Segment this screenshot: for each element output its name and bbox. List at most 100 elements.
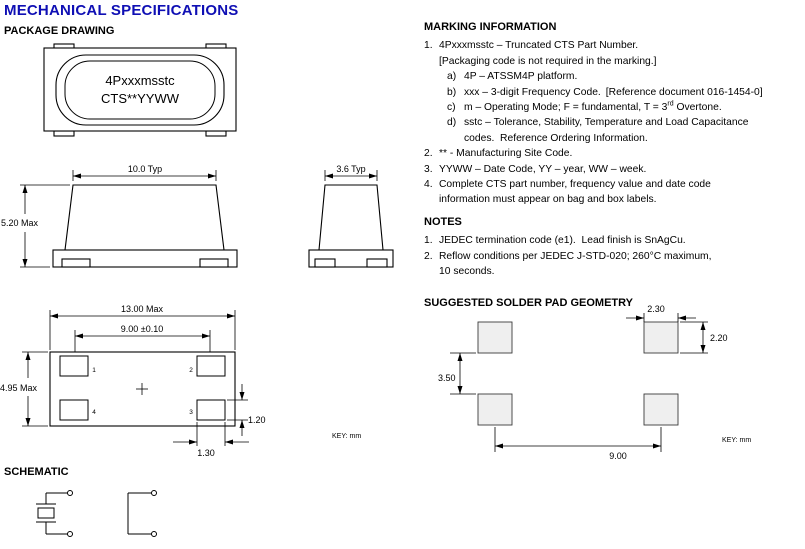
solder-pad [477, 393, 513, 426]
item-text: ** - Manufacturing Site Code. [439, 148, 573, 160]
bottom-pads: 1 2 3 4 [59, 355, 226, 421]
note-item-2: 2. Reflow conditions per JEDEC J-STD-020;… [424, 249, 800, 280]
pad-pitch-dim-label: 9.00 ±0.10 [121, 324, 163, 334]
pad-1 [59, 355, 89, 377]
marking-item-3: 3. YYWW – Date Code, YY – year, WW – week… [424, 162, 800, 177]
schematic-drawing [36, 490, 157, 537]
schematic-heading: SCHEMATIC [4, 466, 69, 478]
dimension-pad-width: 1.30 [173, 422, 249, 458]
marking-information-heading: MARKING INFORMATION [424, 21, 557, 33]
marking-subitem-b: b) xxx – 3-digit Frequency Code. [Referenc… [447, 85, 800, 100]
terminal-bottom [151, 531, 157, 537]
note-item-1: 1.JEDEC termination code (e1). Lead fini… [424, 233, 800, 248]
dimension-pad-height: 2.20 [680, 321, 728, 354]
bottom-view-drawing: 13.00 Max 9.00 ±0.10 1 2 3 4 4.95 Max 1.… [0, 304, 361, 458]
marking-item-2: 2. ** - Manufacturing Site Code. [424, 146, 800, 161]
dimension-width: 10.0 Typ [72, 164, 217, 181]
item-number: 2. [424, 148, 433, 160]
item-text: Overtone. [673, 102, 722, 114]
marking-line-1: 4Pxxxmsstc [105, 73, 175, 88]
pad-3 [196, 399, 226, 421]
item-text: 4P – ATSSM4P platform. [464, 71, 578, 83]
left-foot [314, 258, 336, 268]
base-side-profile [52, 249, 238, 268]
front-width-dim-label: 10.0 Typ [128, 164, 162, 174]
body-height-dim-label: 4.95 Max [0, 383, 38, 393]
ground-pads-symbol [127, 490, 157, 537]
lid-end-profile [318, 184, 384, 251]
dimension-pad-pitch: 9.00 ±0.10 [74, 324, 211, 354]
right-foot [366, 258, 388, 268]
item-text: Reflow conditions per JEDEC J-STD-020; 2… [439, 250, 712, 278]
pad-height-dim-label: 1.20 [248, 415, 266, 425]
item-text: Complete CTS part number, frequency valu… [439, 179, 711, 206]
dimension-pad-width: 2.30 [626, 304, 696, 322]
marking-subitems: a) 4P – ATSSM4P platform. b) xxx – 3-digit… [439, 69, 800, 146]
end-view-drawing: 3.6 Typ [308, 164, 394, 268]
marking-item-1-note: [Packaging code is not required in the m… [439, 55, 657, 67]
item-number: 2. [424, 250, 433, 262]
solder-pad [643, 393, 679, 426]
marking-subitem-c: c)m – Operating Mode; F = fundamental, T… [447, 100, 800, 115]
item-number: 3. [424, 163, 433, 175]
item-number: d) [447, 117, 457, 129]
pad-3-label: 3 [189, 409, 193, 416]
solder-row-gap-label: 3.50 [438, 373, 456, 383]
metal-lid-outline [55, 54, 225, 126]
crystal-body [37, 507, 55, 519]
dimension-depth: 3.6 Typ [324, 164, 378, 181]
lid-inner-outline [64, 60, 216, 120]
item-number: 1. [424, 40, 433, 52]
marking-item-4: 4. Complete CTS part number, frequency va… [424, 177, 800, 208]
item-number: b) [447, 86, 457, 98]
item-number: a) [447, 71, 457, 83]
ordinal-superscript: rd [667, 100, 674, 108]
right-column: MARKING INFORMATION 1.4Pxxxmsstc – Trunc… [424, 20, 800, 314]
dimension-body-height: 4.95 Max [0, 351, 48, 427]
item-text: xxx – 3-digit Frequency Code. [464, 86, 601, 98]
pad-width-dim-label: 1.30 [197, 448, 215, 458]
lid-side-profile [64, 184, 225, 251]
solder-col-pitch-label: 9.00 [609, 451, 627, 461]
marking-subitem-a: a) 4P – ATSSM4P platform. [447, 69, 800, 84]
item-text: YYWW – Date Code, YY – year, WW – week. [439, 163, 647, 175]
page-title: MECHANICAL SPECIFICATIONS [4, 2, 239, 19]
center-cross [136, 383, 148, 395]
solder-pad-geometry-heading: SUGGESTED SOLDER PAD GEOMETRY [424, 296, 634, 309]
pad-4 [59, 399, 89, 421]
solder-pads [477, 321, 679, 426]
terminal-top [67, 490, 73, 496]
solder-pad-drawing: 2.30 2.20 3.50 9.00 KEY: mm [438, 304, 751, 461]
pad-4-label: 4 [92, 409, 96, 416]
package-drawing-heading: PACKAGE DRAWING [4, 25, 115, 37]
crystal-symbol [36, 490, 73, 537]
end-width-dim-label: 3.6 Typ [336, 164, 365, 174]
marking-line-2: CTS**YYWW [101, 91, 180, 106]
item-text: sstc – Tolerance, Stability, Temperature… [464, 117, 749, 144]
units-key-label: KEY: mm [332, 433, 361, 440]
dimension-height: 5.20 Max [1, 184, 70, 268]
item-text: m – Operating Mode; F = fundamental, T =… [464, 102, 668, 114]
overall-width-dim-label: 13.00 Max [121, 304, 164, 314]
dimension-col-pitch: 9.00 [494, 427, 662, 461]
item-text: JEDEC termination code (e1). Lead finish… [439, 235, 686, 247]
dimension-overall-width: 13.00 Max [49, 304, 236, 350]
notes-heading: NOTES [424, 215, 462, 228]
top-view-drawing: 4Pxxxmsstc CTS**YYWW [43, 43, 237, 137]
terminal-top [151, 490, 157, 496]
pad-2 [196, 355, 226, 377]
left-foot [61, 258, 91, 268]
solder-pad-height-label: 2.20 [710, 333, 728, 343]
dimension-pad-height: 1.20 [227, 384, 266, 436]
pad-2-label: 2 [189, 367, 193, 374]
right-foot [199, 258, 229, 268]
marking-subitem-d: d) sstc – Tolerance, Stability, Temperatu… [447, 115, 800, 146]
item-number: 4. [424, 179, 433, 191]
terminal-bottom [67, 531, 73, 537]
units-key-label: KEY: mm [722, 437, 751, 444]
solder-pad [477, 321, 513, 354]
front-view-drawing: 10.0 Typ 5.20 Max [1, 164, 238, 268]
pad-1-label: 1 [92, 367, 96, 374]
reference-document-text: [Reference document 016-1454-0] [605, 86, 763, 98]
